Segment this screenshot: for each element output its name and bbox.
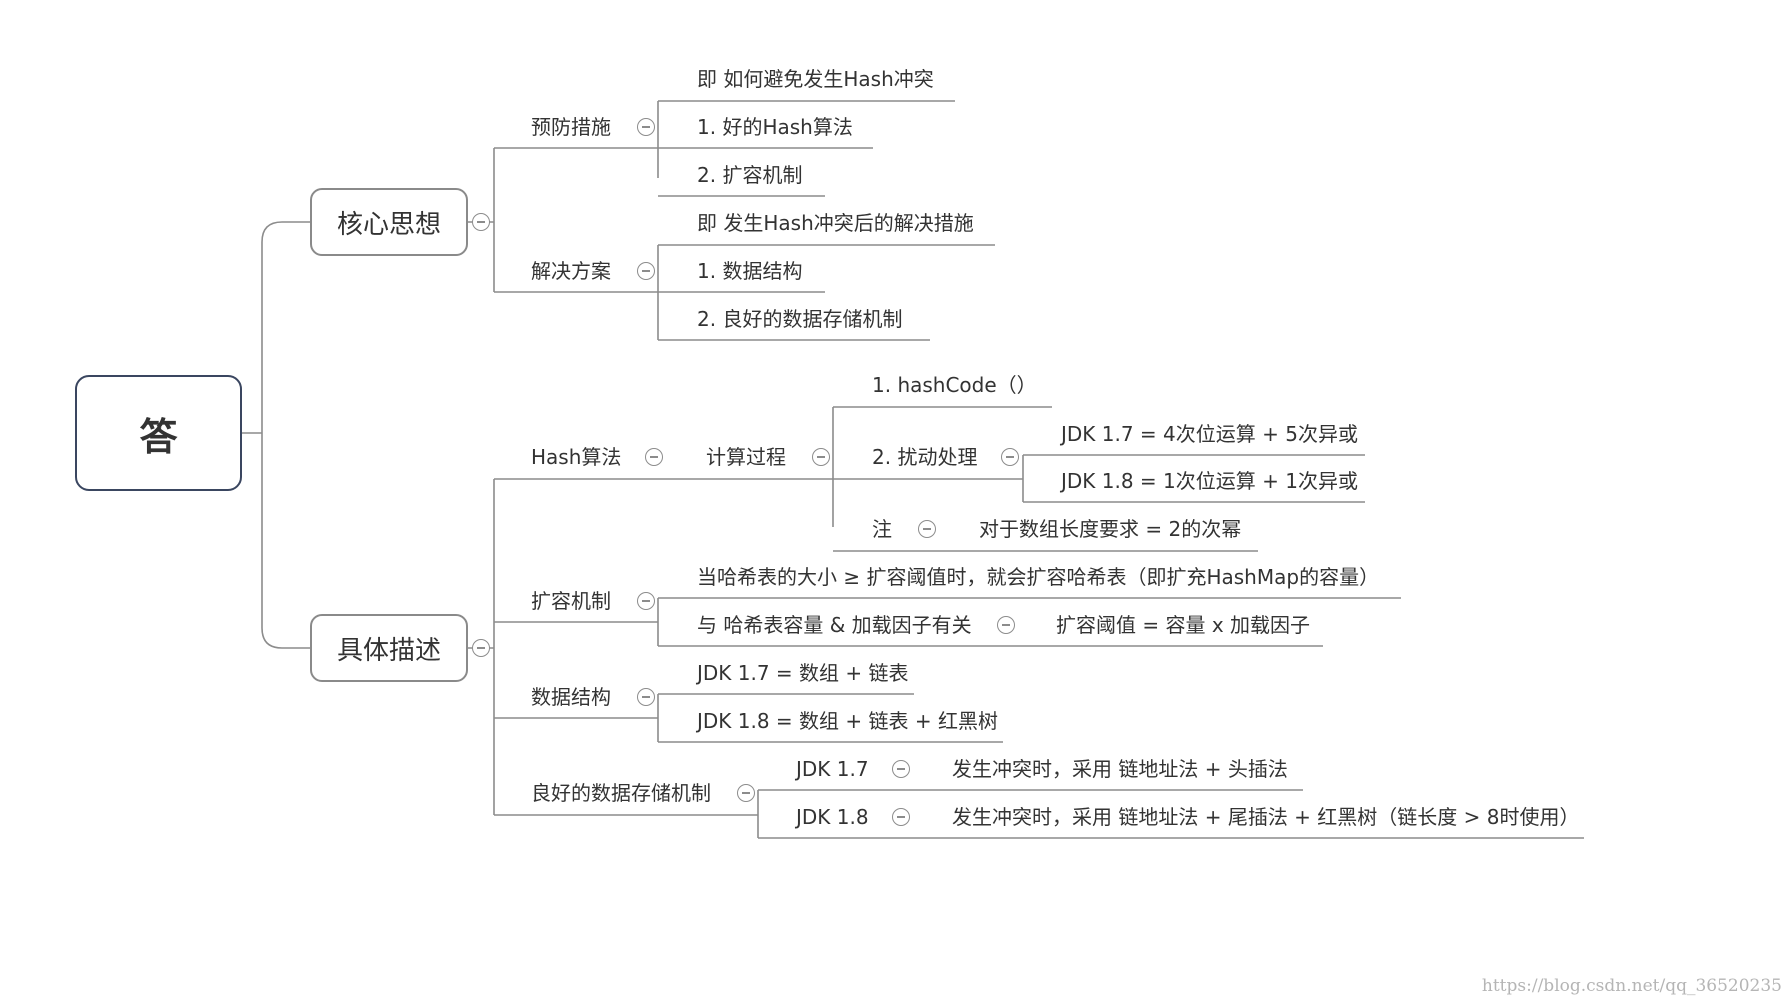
collapse-toggle-icon[interactable] <box>892 808 910 826</box>
watermark: https://blog.csdn.net/qq_36520235 <box>1481 976 1782 996</box>
connector-storage <box>757 789 1584 839</box>
connector-perturbation <box>1022 454 1365 503</box>
connector-resize <box>657 597 1401 647</box>
note-label[interactable]: 注 <box>872 517 892 541</box>
connector-data-structure <box>657 693 1003 743</box>
collapse-toggle-icon[interactable] <box>1001 448 1019 466</box>
collapse-toggle-icon[interactable] <box>637 688 655 706</box>
connector-root-trunk <box>242 221 310 649</box>
storage-jdk18[interactable]: JDK 1.8 <box>796 805 869 829</box>
prevention-item[interactable]: 2. 扩容机制 <box>697 163 803 187</box>
solution-item[interactable]: 即 发生Hash冲突后的解决措施 <box>697 211 974 235</box>
resize-rule[interactable]: 当哈希表的大小 ≥ 扩容阈值时，就会扩容哈希表（即扩充HashMap的容量） <box>697 565 1380 589</box>
collapse-toggle-icon[interactable] <box>472 639 490 657</box>
prevention-item[interactable]: 即 如何避免发生Hash冲突 <box>697 67 934 91</box>
connector-hash-process <box>832 406 1258 552</box>
prevention-label[interactable]: 预防措施 <box>531 115 611 139</box>
collapse-toggle-icon[interactable] <box>918 520 936 538</box>
calc-process-label[interactable]: 计算过程 <box>706 445 786 469</box>
storage-jdk17-text[interactable]: 发生冲突时，采用 链地址法 + 头插法 <box>952 757 1288 781</box>
resize-label[interactable]: 扩容机制 <box>531 589 611 613</box>
collapse-toggle-icon[interactable] <box>637 592 655 610</box>
solution-item[interactable]: 1. 数据结构 <box>697 259 803 283</box>
details-label: 具体描述 <box>336 635 441 666</box>
core-idea-label: 核心思想 <box>336 209 441 240</box>
prevention-item[interactable]: 1. 好的Hash算法 <box>697 115 853 139</box>
details-node[interactable]: 具体描述 <box>310 614 468 682</box>
storage-jdk17[interactable]: JDK 1.7 <box>796 757 869 781</box>
collapse-toggle-icon[interactable] <box>637 262 655 280</box>
collapse-toggle-icon[interactable] <box>637 118 655 136</box>
data-structure-jdk18[interactable]: JDK 1.8 = 数组 + 链表 + 红黑树 <box>697 709 998 733</box>
hash-algorithm-label[interactable]: Hash算法 <box>531 445 622 469</box>
perturbation-jdk17[interactable]: JDK 1.7 = 4次位运算 + 5次异或 <box>1061 422 1358 446</box>
perturbation-label[interactable]: 2. 扰动处理 <box>872 445 978 469</box>
storage-label[interactable]: 良好的数据存储机制 <box>531 781 711 805</box>
data-structure-jdk17[interactable]: JDK 1.7 = 数组 + 链表 <box>697 661 909 685</box>
collapse-toggle-icon[interactable] <box>997 616 1015 634</box>
solution-label[interactable]: 解决方案 <box>531 259 611 283</box>
root-node[interactable]: 答 <box>75 375 242 491</box>
connector-details <box>468 478 833 816</box>
resize-threshold[interactable]: 扩容阈值 = 容量 x 加载因子 <box>1056 613 1311 637</box>
note-text[interactable]: 对于数组长度要求 = 2的次幂 <box>979 517 1242 541</box>
resize-factor[interactable]: 与 哈希表容量 & 加载因子有关 <box>697 613 972 637</box>
root-label: 答 <box>139 414 178 459</box>
data-structure-label[interactable]: 数据结构 <box>531 685 611 709</box>
connector-solution <box>657 244 995 341</box>
perturbation-jdk18[interactable]: JDK 1.8 = 1次位运算 + 1次异或 <box>1061 469 1358 493</box>
connector-prevention <box>657 100 955 197</box>
collapse-toggle-icon[interactable] <box>737 784 755 802</box>
collapse-toggle-icon[interactable] <box>645 448 663 466</box>
collapse-toggle-icon[interactable] <box>892 760 910 778</box>
storage-jdk18-text[interactable]: 发生冲突时，采用 链地址法 + 尾插法 + 红黑树（链长度 > 8时使用） <box>952 805 1580 829</box>
collapse-toggle-icon[interactable] <box>812 448 830 466</box>
hashcode-label[interactable]: 1. hashCode（） <box>872 373 1037 397</box>
collapse-toggle-icon[interactable] <box>472 213 490 231</box>
core-idea-node[interactable]: 核心思想 <box>310 188 468 256</box>
solution-item[interactable]: 2. 良好的数据存储机制 <box>697 307 903 331</box>
